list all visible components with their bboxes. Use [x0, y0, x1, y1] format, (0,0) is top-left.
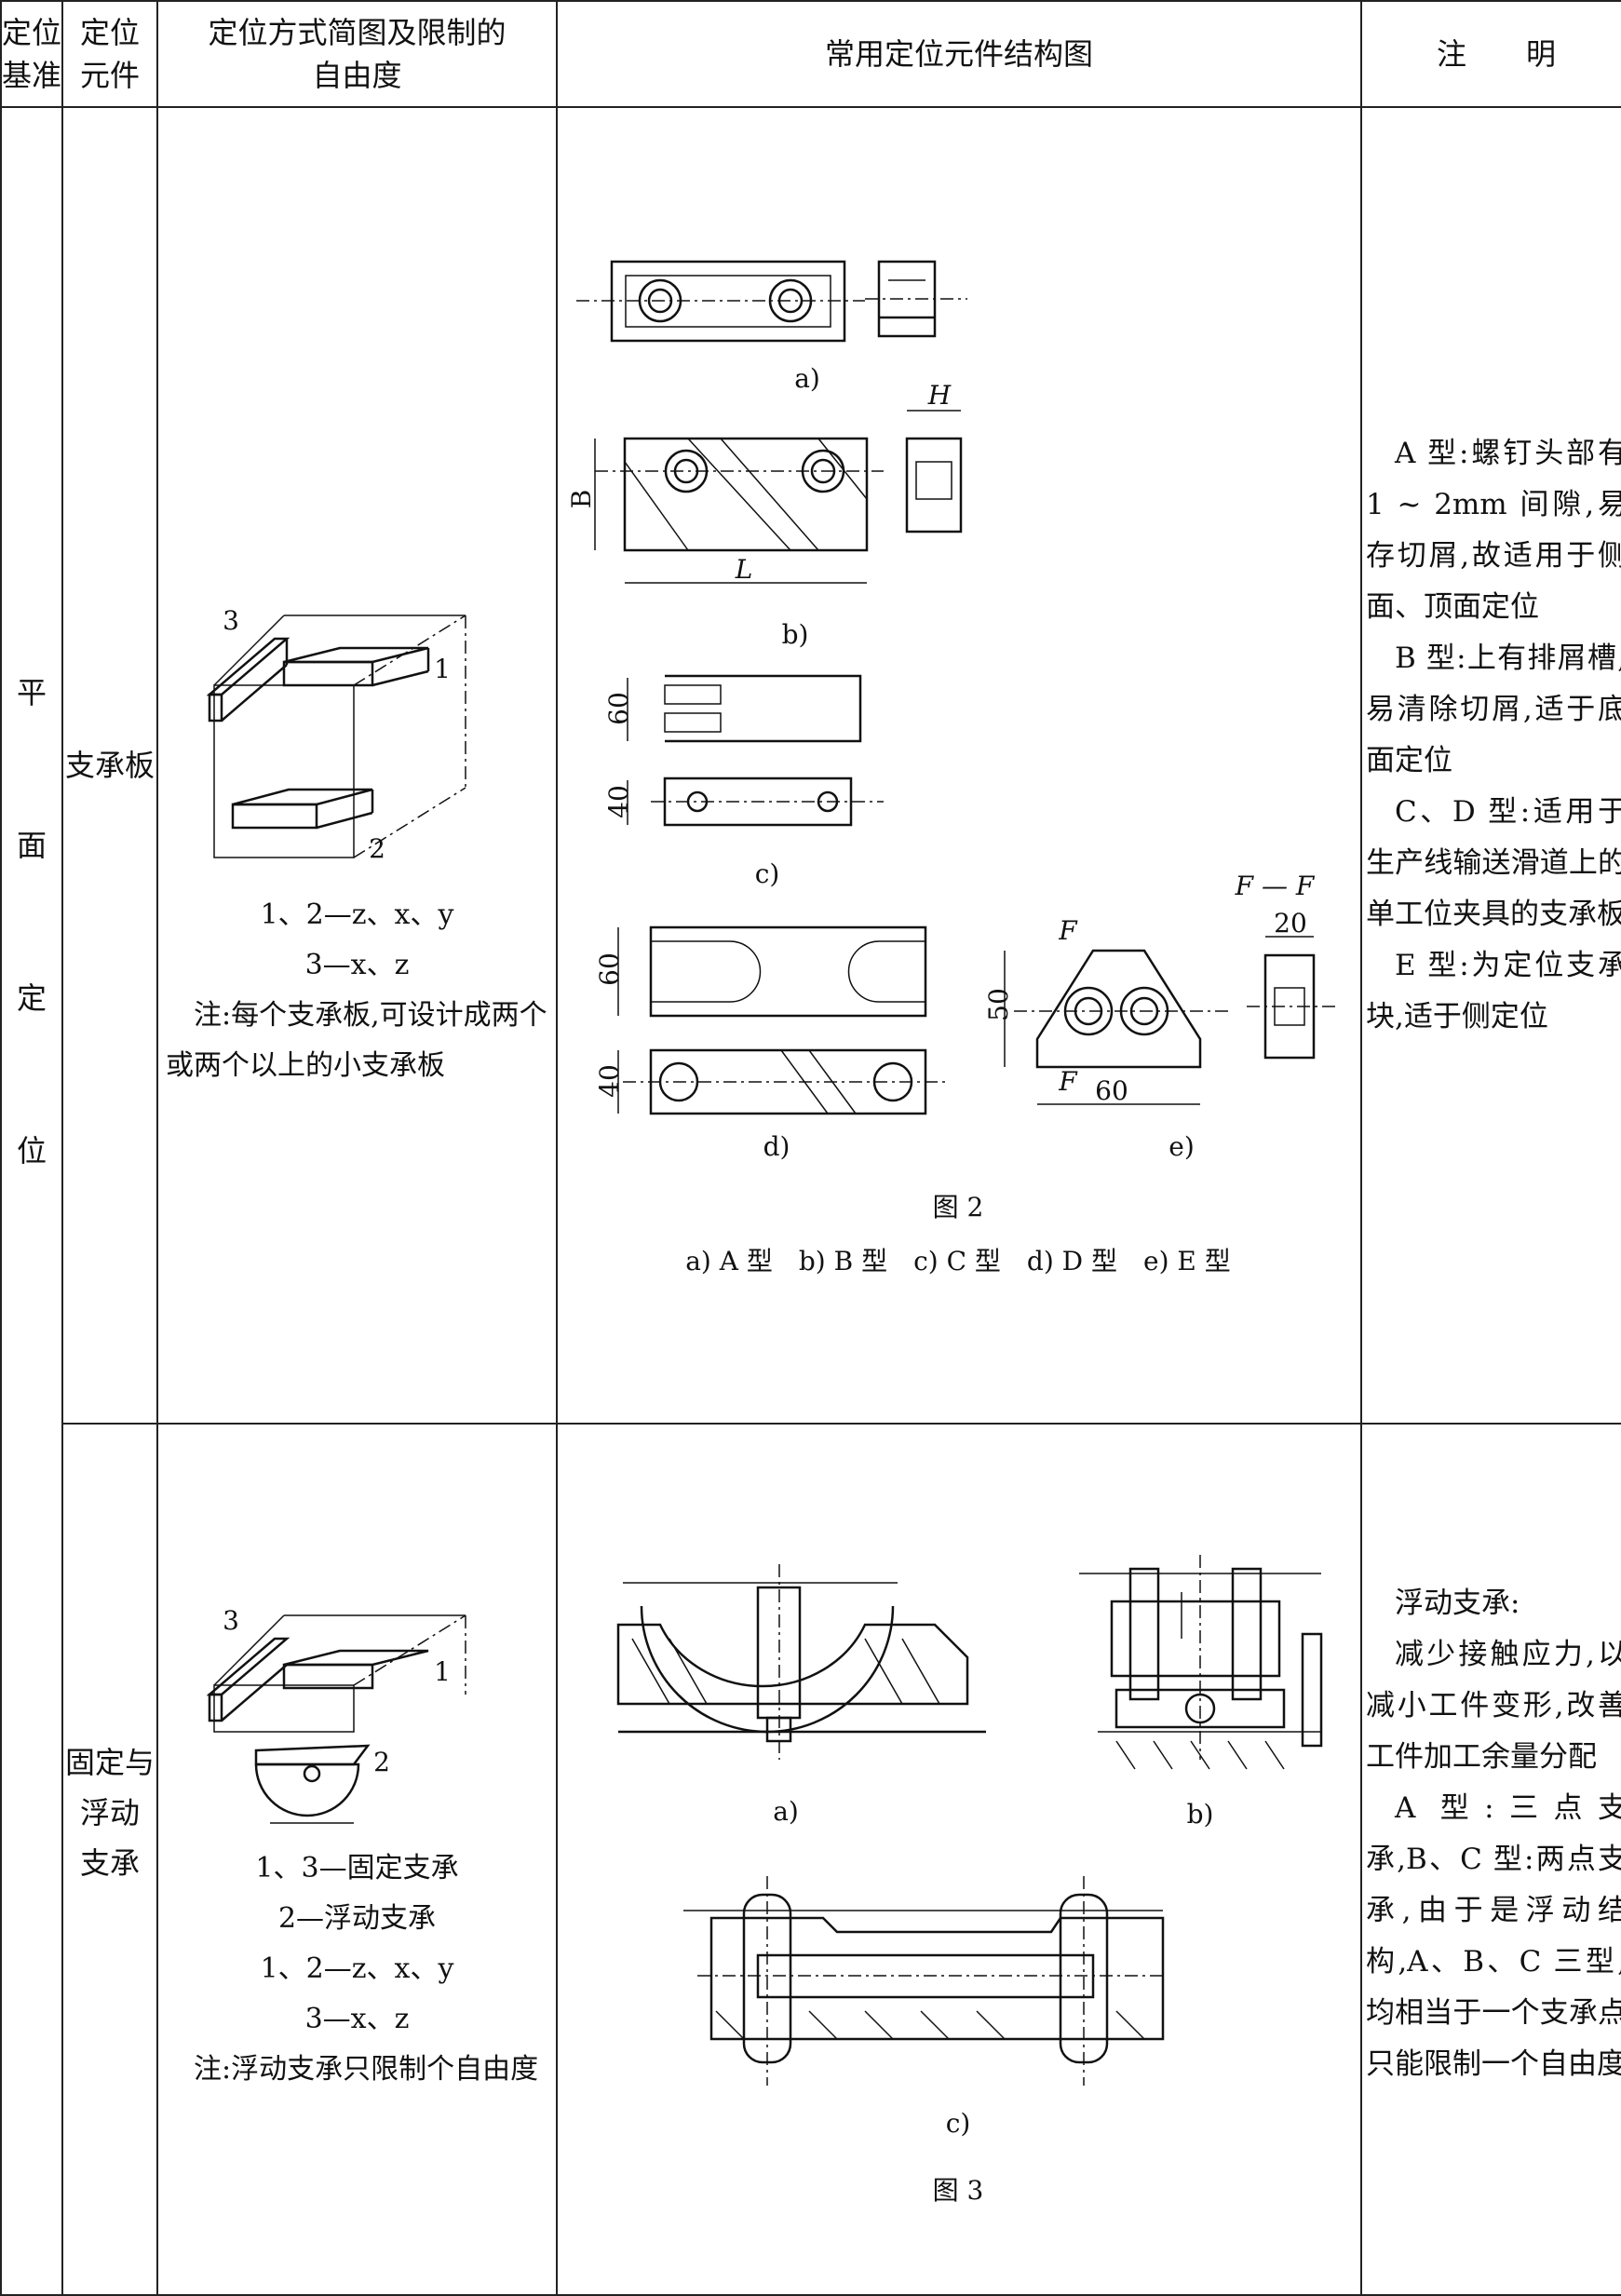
figure-2: a) B L	[566, 260, 1335, 1276]
header-structure: 常用定位元件结构图	[556, 0, 1362, 108]
structure-cell: a) B L	[556, 106, 1362, 1425]
sketch-cell: 3 1 2 1、2—z、x、y 3—x、z 注:每个支承板,可设计成两个或两个以…	[156, 106, 558, 1425]
dim-label: 20	[1274, 908, 1307, 939]
dim-label: F	[1058, 1066, 1078, 1097]
basis-char: 面	[16, 828, 47, 863]
sketch-label: 1	[434, 1656, 451, 1687]
basis-char: 位	[16, 1133, 47, 1168]
header-element: 定位元件	[61, 0, 158, 108]
dim-label: 40	[603, 785, 634, 818]
element-cell: 支承板	[61, 106, 158, 1425]
figure-caption: 图 3	[933, 2175, 984, 2206]
remark: C、D 型:适用于生产线输送滑道上的单工位夹具的支承板	[1366, 795, 1621, 931]
sketch-label: 3	[223, 1605, 239, 1636]
dim-label: B	[566, 490, 597, 509]
header-sketch: 定位方式简图及限制的自由度	[156, 0, 558, 108]
sub-label: e)	[1168, 1131, 1195, 1162]
support-plate-sketch: 3 1 2	[206, 605, 466, 864]
element-name: 浮动	[79, 1795, 140, 1830]
header-basis: 定位基准	[0, 0, 63, 108]
sketch-label: 2	[369, 833, 385, 864]
remark: 减少接触应力,以减小工件变形,改善工件加工余量分配	[1366, 1638, 1621, 1774]
sub-label: a)	[794, 363, 820, 394]
sub-label: d)	[763, 1131, 790, 1162]
remark: 浮动支承:	[1395, 1587, 1520, 1620]
remark: E 型:为定位支承块,适于侧定位	[1366, 949, 1621, 1033]
remark: A 型:三点支承,B、C 型:两点支承,由于是浮动结构,A、B、C 三型,均相当…	[1366, 1791, 1621, 2081]
constraint-2: 3—x、z	[304, 949, 410, 981]
element-name: 支承	[79, 1845, 140, 1881]
sketch-cell: 3 1 2 1、3—固定支承 2—浮动支承 1、2—z、x、y 3—x、z 注:…	[156, 1423, 558, 2296]
constraint-1: 1、2—z、x、y	[260, 898, 454, 931]
figure-3c: c)	[683, 1876, 1165, 2139]
sub-label: c)	[946, 2108, 971, 2139]
dim-label: F	[1058, 915, 1078, 946]
element-name: 支承板	[64, 748, 155, 783]
floating-support-sketch: 3 1 2	[206, 1605, 466, 1824]
basis-cell: 平 面 定 位	[0, 106, 63, 2296]
header-notes: 注 明	[1360, 0, 1621, 108]
figure-3a: a)	[616, 1564, 986, 1827]
row-support-plate: 平 面 定 位 支承板	[0, 106, 1621, 2296]
support-line: 1、3—固定支承	[255, 1852, 459, 1884]
constraint-1: 1、2—z、x、y	[260, 1952, 454, 1985]
element-cell: 固定与 浮动 支承	[61, 1423, 158, 2296]
remarks-cell: 浮动支承: 减少接触应力,以减小工件变形,改善工件加工余量分配 A 型:三点支承…	[1360, 1423, 1621, 2296]
remarks-cell: A 型:螺钉头部有 1 ~ 2mm 间隙,易存切屑,故适用于侧面、顶面定位 B …	[1360, 106, 1621, 1425]
basis-char: 平	[16, 675, 47, 710]
figure-3b: b)	[1079, 1555, 1323, 1830]
element-name: 固定与	[64, 1745, 155, 1780]
section-label: F — F	[1235, 871, 1316, 901]
figure-a-type: a)	[576, 260, 967, 394]
figure-subcaption: a) A 型 b) B 型 c) C 型 d) D 型 e) E 型	[685, 1246, 1231, 1276]
figure-d-type: 60 40 d)	[594, 925, 949, 1162]
header-row: 定位基准 定位元件 定位方式简图及限制的自由度 常用定位元件结构图 注 明	[0, 0, 1621, 108]
figure-b-type: B L H b)	[566, 380, 963, 650]
sketch-note: 注:浮动支承只限制个自由度	[194, 2053, 539, 2086]
figure-3: a) b)	[616, 1555, 1323, 2206]
dim-label: 50	[983, 988, 1014, 1021]
dim-label: L	[735, 554, 753, 585]
dim-label: H	[927, 380, 952, 411]
sub-label: a)	[773, 1796, 799, 1827]
sketch-label: 1	[434, 654, 451, 684]
dim-label: 60	[594, 952, 625, 986]
sketch-label: 2	[373, 1747, 390, 1777]
figure-caption: 图 2	[933, 1192, 984, 1222]
sub-label: c)	[755, 858, 780, 889]
support-line: 2—浮动支承	[277, 1902, 437, 1935]
sketch-label: 3	[223, 605, 239, 636]
sub-label: b)	[782, 619, 809, 650]
figure-e-type: 50 60 F F F — F 20 e)	[983, 871, 1335, 1162]
constraint-2: 3—x、z	[304, 2003, 410, 2035]
remark: A 型:螺钉头部有 1 ~ 2mm 间隙,易存切屑,故适用于侧面、顶面定位	[1366, 437, 1621, 624]
dim-label: 40	[594, 1064, 625, 1098]
structure-cell: a) b)	[556, 1423, 1362, 2296]
dim-label: 60	[603, 692, 634, 725]
sketch-note: 注:每个支承板,可设计成两个或两个以上的小支承板	[166, 999, 547, 1082]
row-floating-support: 固定与 浮动 支承 3 1	[1, 1423, 1621, 2296]
basis-char: 定	[16, 980, 47, 1016]
dim-label: 60	[1095, 1075, 1128, 1106]
remark: B 型:上有排屑槽,易清除切屑,适于底面定位	[1366, 642, 1621, 777]
figure-c-type: 60 40 c)	[603, 674, 884, 889]
sub-label: b)	[1187, 1799, 1214, 1830]
